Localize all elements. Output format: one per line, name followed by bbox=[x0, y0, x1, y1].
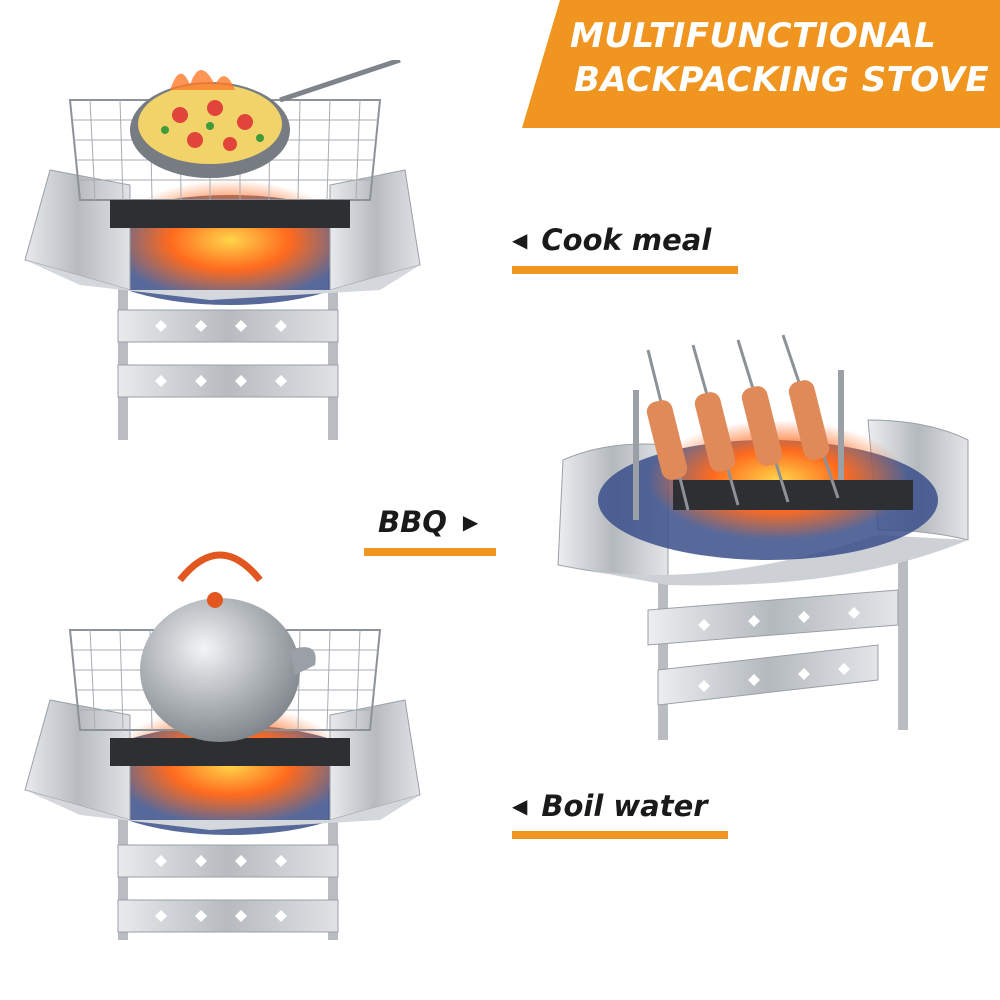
bbq-underline bbox=[364, 548, 496, 556]
boil-water-underline bbox=[512, 831, 728, 839]
bbq-label: BBQ ▶ bbox=[378, 504, 478, 543]
banner-shape bbox=[522, 0, 1000, 128]
stove-with-pan-image bbox=[24, 60, 421, 440]
boil-water-text: Boil water bbox=[541, 789, 708, 823]
header-banner: MULTIFUNCTIONAL BACKPACKING STOVE bbox=[0, 0, 1000, 140]
right-arrow-icon: ▶ bbox=[462, 510, 479, 534]
left-arrow-icon: ◀ bbox=[512, 794, 528, 818]
left-arrow-icon: ◀ bbox=[512, 228, 528, 252]
banner-title-line1: MULTIFUNCTIONAL bbox=[570, 16, 937, 56]
boil-water-label: ◀ Boil water bbox=[512, 788, 708, 827]
banner-title-line2: BACKPACKING STOVE bbox=[574, 60, 990, 100]
stove-with-kettle-image bbox=[24, 551, 421, 940]
cook-meal-text: Cook meal bbox=[541, 223, 712, 257]
banner-title: MULTIFUNCTIONAL BACKPACKING STOVE bbox=[570, 14, 990, 102]
bbq-text: BBQ bbox=[378, 505, 447, 539]
stove-with-skewers-image bbox=[557, 334, 969, 740]
cook-meal-label: ◀ Cook meal bbox=[512, 222, 711, 261]
cook-meal-underline bbox=[512, 266, 738, 274]
